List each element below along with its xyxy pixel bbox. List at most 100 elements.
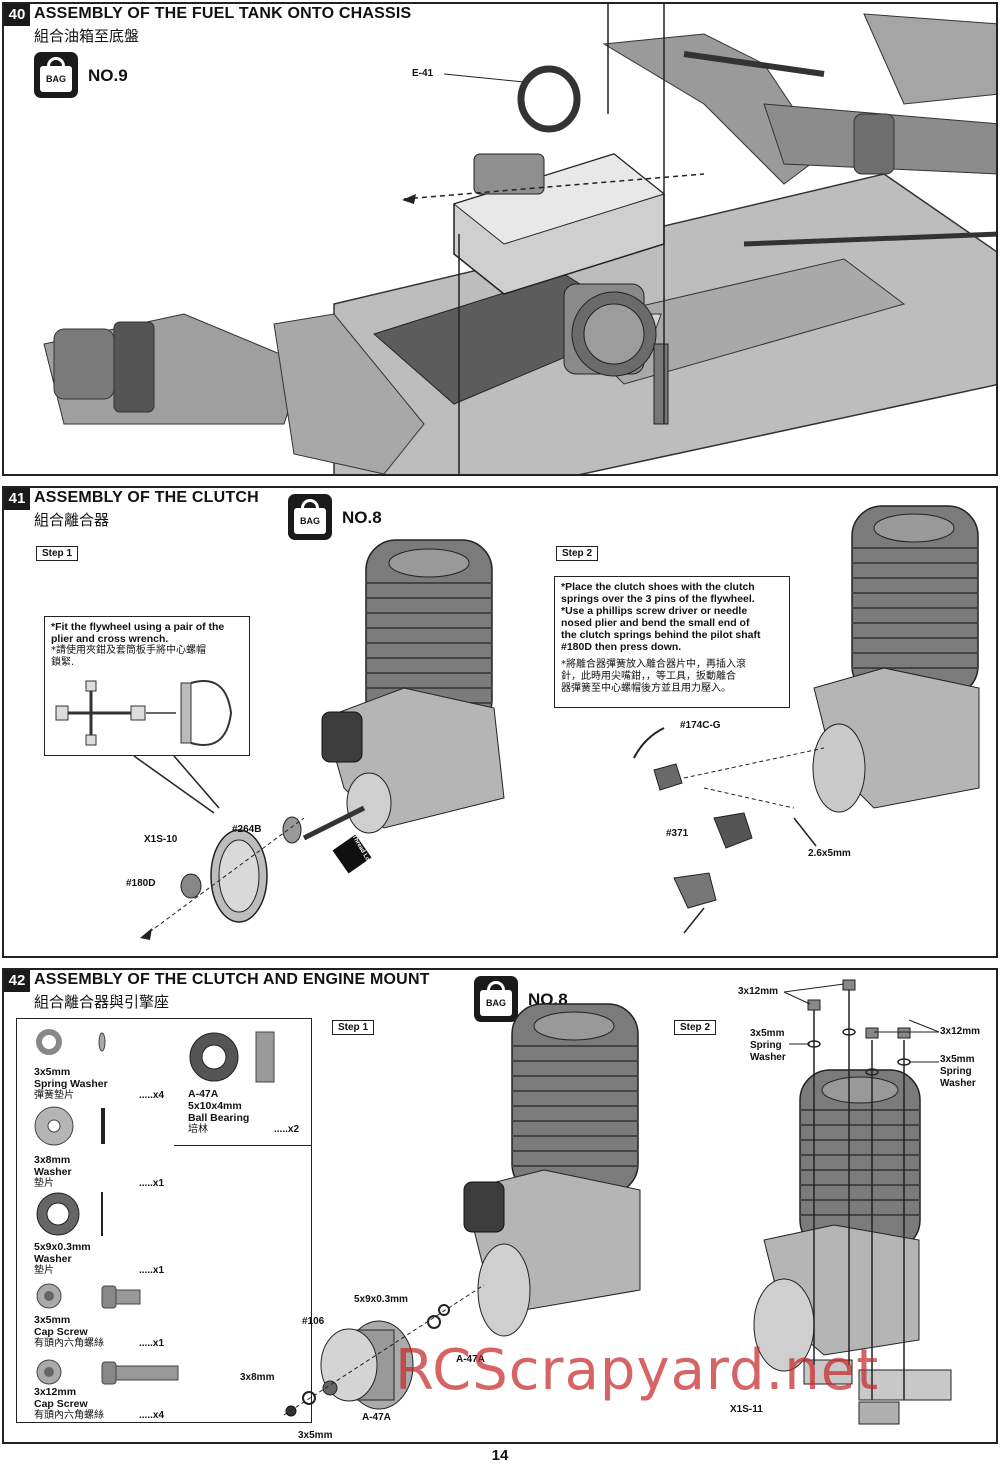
part-cap-screw-3x5: 3x5mm Cap Screw 有頭內六角螺絲	[34, 1314, 104, 1350]
label-spring-washer-right: 3x5mm Spring Washer	[940, 1054, 976, 1090]
label-screw-3x12-left: 3x12mm	[738, 986, 779, 997]
note-line: the clutch springs behind the pilot shaf…	[561, 629, 761, 641]
part-qty: .....x4	[139, 1410, 165, 1421]
part-line: Spring Washer	[34, 1078, 108, 1090]
part-washer-3x8: 3x8mm Washer 墊片	[34, 1154, 72, 1190]
part-qty: .....x1	[139, 1265, 165, 1276]
step-2-tag: Step 2	[674, 1020, 717, 1035]
step-number: 41	[4, 488, 30, 510]
part-label-371: #371	[666, 828, 689, 839]
part-line: 墊片	[34, 1178, 54, 1189]
note-line: 器彈簧至中心螺帽後方並且用力壓入。	[561, 683, 731, 694]
part-line: Cap Screw	[34, 1326, 88, 1338]
part-line: Washer	[34, 1253, 72, 1265]
part-washer-5x9: 5x9x0.3mm Washer 墊片	[34, 1241, 91, 1277]
step-subtitle: 組合油箱至底盤	[34, 27, 140, 45]
label-a47a: A-47A	[456, 1354, 485, 1365]
fuel-tank-chassis-illustration	[43, 4, 996, 474]
part-line: 5x10x4mm	[188, 1100, 242, 1112]
note-line: *將離合器彈簧放入離合器片中，再插入滾	[561, 659, 746, 670]
part-line: 有頭內六角螺絲	[34, 1410, 104, 1421]
label-x1s11: X1S-11	[730, 1404, 763, 1415]
part-line: 5x9x0.3mm	[34, 1241, 91, 1253]
page-number: 14	[491, 1447, 509, 1464]
bag-icon: BAG	[34, 52, 78, 98]
label-a47a: A-47A	[362, 1412, 391, 1423]
part-line: Washer	[34, 1166, 72, 1178]
label-screw-3x12-right: 3x12mm	[940, 1026, 981, 1037]
parts-list-box-extension	[174, 1018, 312, 1146]
label-washer-3x8: 3x8mm	[240, 1372, 275, 1383]
part-line: 彈簧墊片	[34, 1090, 74, 1101]
part-qty: .....x1	[139, 1178, 165, 1189]
note-line: nosed plier and bend the small end of	[561, 617, 750, 629]
parts-list-icons	[34, 1029, 275, 1385]
note-line: plier and cross wrench.	[51, 633, 169, 645]
step-title: ASSEMBLY OF THE FUEL TANK ONTO CHASSIS	[34, 5, 412, 22]
step-42-panel: 42 ASSEMBLY OF THE CLUTCH AND ENGINE MOU…	[2, 968, 998, 1444]
label-line: Washer	[750, 1052, 786, 1063]
part-line: 3x12mm	[34, 1386, 77, 1398]
part-qty: .....x4	[139, 1090, 165, 1101]
step-subtitle: 組合離合器	[34, 511, 110, 529]
note-line: 針，此時用尖嘴鉗，，等工具，扳動離合	[561, 671, 736, 682]
note-line: *Use a phillips screw driver or needle	[561, 605, 748, 617]
bag-icon: BAG	[288, 494, 332, 540]
part-ball-bearing: A-47A 5x10x4mm Ball Bearing 培林	[188, 1088, 249, 1136]
part-label-screw-2-6x5: 2.6x5mm	[808, 848, 851, 859]
label-line: Spring	[750, 1040, 782, 1051]
note-line: springs over the 3 pins of the flywheel.	[561, 593, 755, 605]
part-line: Ball Bearing	[188, 1112, 250, 1124]
part-line: 培林	[188, 1124, 208, 1135]
note-line: 鎖緊.	[51, 657, 75, 668]
part-label-174cg: #174C-G	[680, 720, 721, 731]
engine-mount-illustration	[283, 979, 952, 1425]
note-line: #180D then press down.	[561, 641, 682, 653]
label-line: Washer	[940, 1078, 976, 1089]
note-line: *請使用夾鉗及套筒板手將中心螺帽	[51, 645, 206, 656]
bag-icon: BAG	[474, 976, 518, 1022]
step-41-panel: 41 ASSEMBLY OF THE CLUTCH 組合離合器 BAG NO.8…	[2, 486, 998, 958]
note-line: *Fit the flywheel using a pair of the	[51, 621, 225, 633]
part-qty: .....x2	[274, 1124, 300, 1135]
bag-number: NO.8	[342, 508, 382, 527]
label-washer-5x9: 5x9x0.3mm	[354, 1294, 408, 1305]
step-number: 40	[4, 4, 30, 26]
bag-number: NO.9	[88, 66, 128, 85]
step-1-tag: Step 1	[36, 546, 79, 561]
part-label-264b: #264B	[232, 824, 262, 835]
label-line: 3x5mm	[940, 1054, 975, 1065]
part-line: A-47A	[188, 1088, 219, 1100]
label-part-106: #106	[302, 1316, 325, 1327]
step-2-tag: Step 2	[556, 546, 599, 561]
step-title: ASSEMBLY OF THE CLUTCH	[34, 489, 259, 506]
part-line: 3x8mm	[34, 1154, 71, 1166]
part-line: 墊片	[34, 1265, 54, 1276]
note-line: *Place the clutch shoes with the clutch	[561, 581, 755, 593]
bag-label: BAG	[300, 516, 320, 526]
flywheel-note: *Fit the flywheel using a pair of the pl…	[44, 616, 250, 756]
part-spring-washer: 3x5mm Spring Washer 彈簧墊片	[34, 1066, 108, 1102]
label-line: Spring	[940, 1066, 972, 1077]
step-subtitle: 組合離合器與引擎座	[34, 993, 170, 1011]
watermark: RCScrapyard.net	[395, 1338, 880, 1403]
part-cap-screw-3x12: 3x12mm Cap Screw 有頭內六角螺絲	[34, 1386, 104, 1422]
part-line: 3x5mm	[34, 1314, 71, 1326]
part-label-180d: #180D	[126, 878, 156, 889]
part-line: 3x5mm	[34, 1066, 71, 1078]
part-label-e41: E-41	[412, 68, 434, 79]
step-1-tag: Step 1	[332, 1020, 375, 1035]
part-label-x1s10: X1S-10	[144, 834, 178, 845]
clutch-assembly-illustration	[133, 505, 980, 940]
label-line: 3x5mm	[750, 1028, 785, 1039]
parts-list-box	[16, 1018, 312, 1423]
step-title: ASSEMBLY OF THE CLUTCH AND ENGINE MOUNT	[34, 971, 430, 988]
label-spring-washer-left: 3x5mm Spring Washer	[750, 1028, 786, 1064]
bag-label: BAG	[486, 998, 506, 1008]
part-qty: .....x1	[139, 1338, 165, 1349]
step-40-panel: 40 ASSEMBLY OF THE FUEL TANK ONTO CHASSI…	[2, 2, 998, 476]
step-number: 42	[4, 970, 30, 992]
wrench-plier-illustration	[55, 680, 233, 746]
part-line: Cap Screw	[34, 1398, 88, 1410]
label-screw-3x5: 3x5mm	[298, 1430, 333, 1441]
